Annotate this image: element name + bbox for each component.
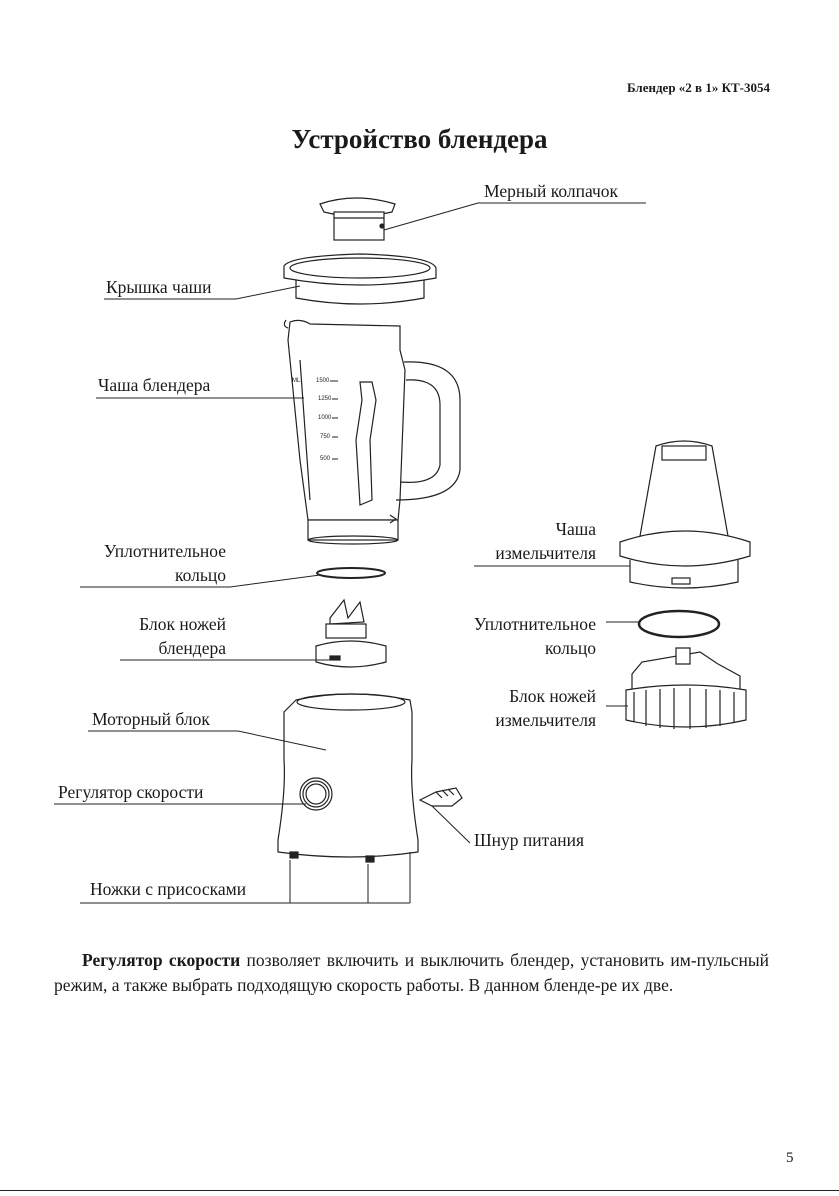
label-chopper-seal-line2: кольцо bbox=[545, 638, 596, 658]
label-chopper-blades-line2: измельчителя bbox=[495, 710, 596, 730]
label-chopper-blades-line1: Блок ножей bbox=[509, 686, 596, 706]
label-chopper-bowl-line2: измельчителя bbox=[495, 543, 596, 563]
paragraph-bold-lead: Регулятор скорости bbox=[82, 950, 241, 970]
blender-blades-drawing bbox=[315, 598, 387, 668]
label-seal-ring-line1: Уплотнительное bbox=[103, 541, 226, 561]
label-blade-unit-line1: Блок ножей bbox=[139, 614, 226, 634]
jug-scale-mark: 1000 bbox=[318, 415, 332, 421]
jug-scale-mark: 1500 bbox=[316, 378, 330, 384]
chopper-blades-drawing bbox=[625, 647, 747, 729]
paragraph-text: позволяет включить и выключить блендер, … bbox=[54, 950, 769, 995]
label-suction-feet: Ножки с присосками bbox=[90, 879, 247, 899]
jug-scale-mark: 750 bbox=[320, 434, 331, 440]
label-speed-regulator: Регулятор скорости bbox=[58, 782, 204, 802]
bottom-rule bbox=[0, 1190, 839, 1191]
chopper-seal-drawing bbox=[637, 609, 721, 639]
measuring-cap-drawing bbox=[319, 197, 396, 241]
jug-scale-mark: 500 bbox=[320, 456, 331, 462]
label-chopper-seal-line1: Уплотнительное bbox=[473, 614, 596, 634]
label-blender-jug: Чаша блендера bbox=[98, 375, 211, 395]
label-jug-lid: Крышка чаши bbox=[106, 277, 212, 297]
label-power-cord: Шнур питания bbox=[474, 830, 585, 850]
label-motor-unit: Моторный блок bbox=[92, 709, 210, 729]
jug-lid-drawing bbox=[283, 253, 437, 305]
chopper-bowl-drawing bbox=[619, 440, 751, 589]
jug-scale-unit: ML bbox=[292, 378, 301, 384]
jug-scale-mark: 1250 bbox=[318, 396, 332, 402]
blender-jug-drawing bbox=[283, 319, 461, 545]
seal-ring-drawing bbox=[316, 567, 386, 579]
label-chopper-bowl-line1: Чаша bbox=[555, 519, 596, 539]
page-number: 5 bbox=[786, 1150, 794, 1166]
label-seal-ring-line2: кольцо bbox=[175, 565, 226, 585]
label-measuring-cap: Мерный колпачок bbox=[484, 181, 619, 201]
motor-base-drawing bbox=[277, 693, 463, 863]
label-blade-unit-line2: блендера bbox=[158, 638, 226, 658]
description-paragraph: Регулятор скорости позволяет включить и … bbox=[54, 948, 769, 998]
running-header: Блендер «2 в 1» КТ-3054 bbox=[627, 80, 770, 95]
page-title: Устройство блендера bbox=[291, 124, 548, 154]
